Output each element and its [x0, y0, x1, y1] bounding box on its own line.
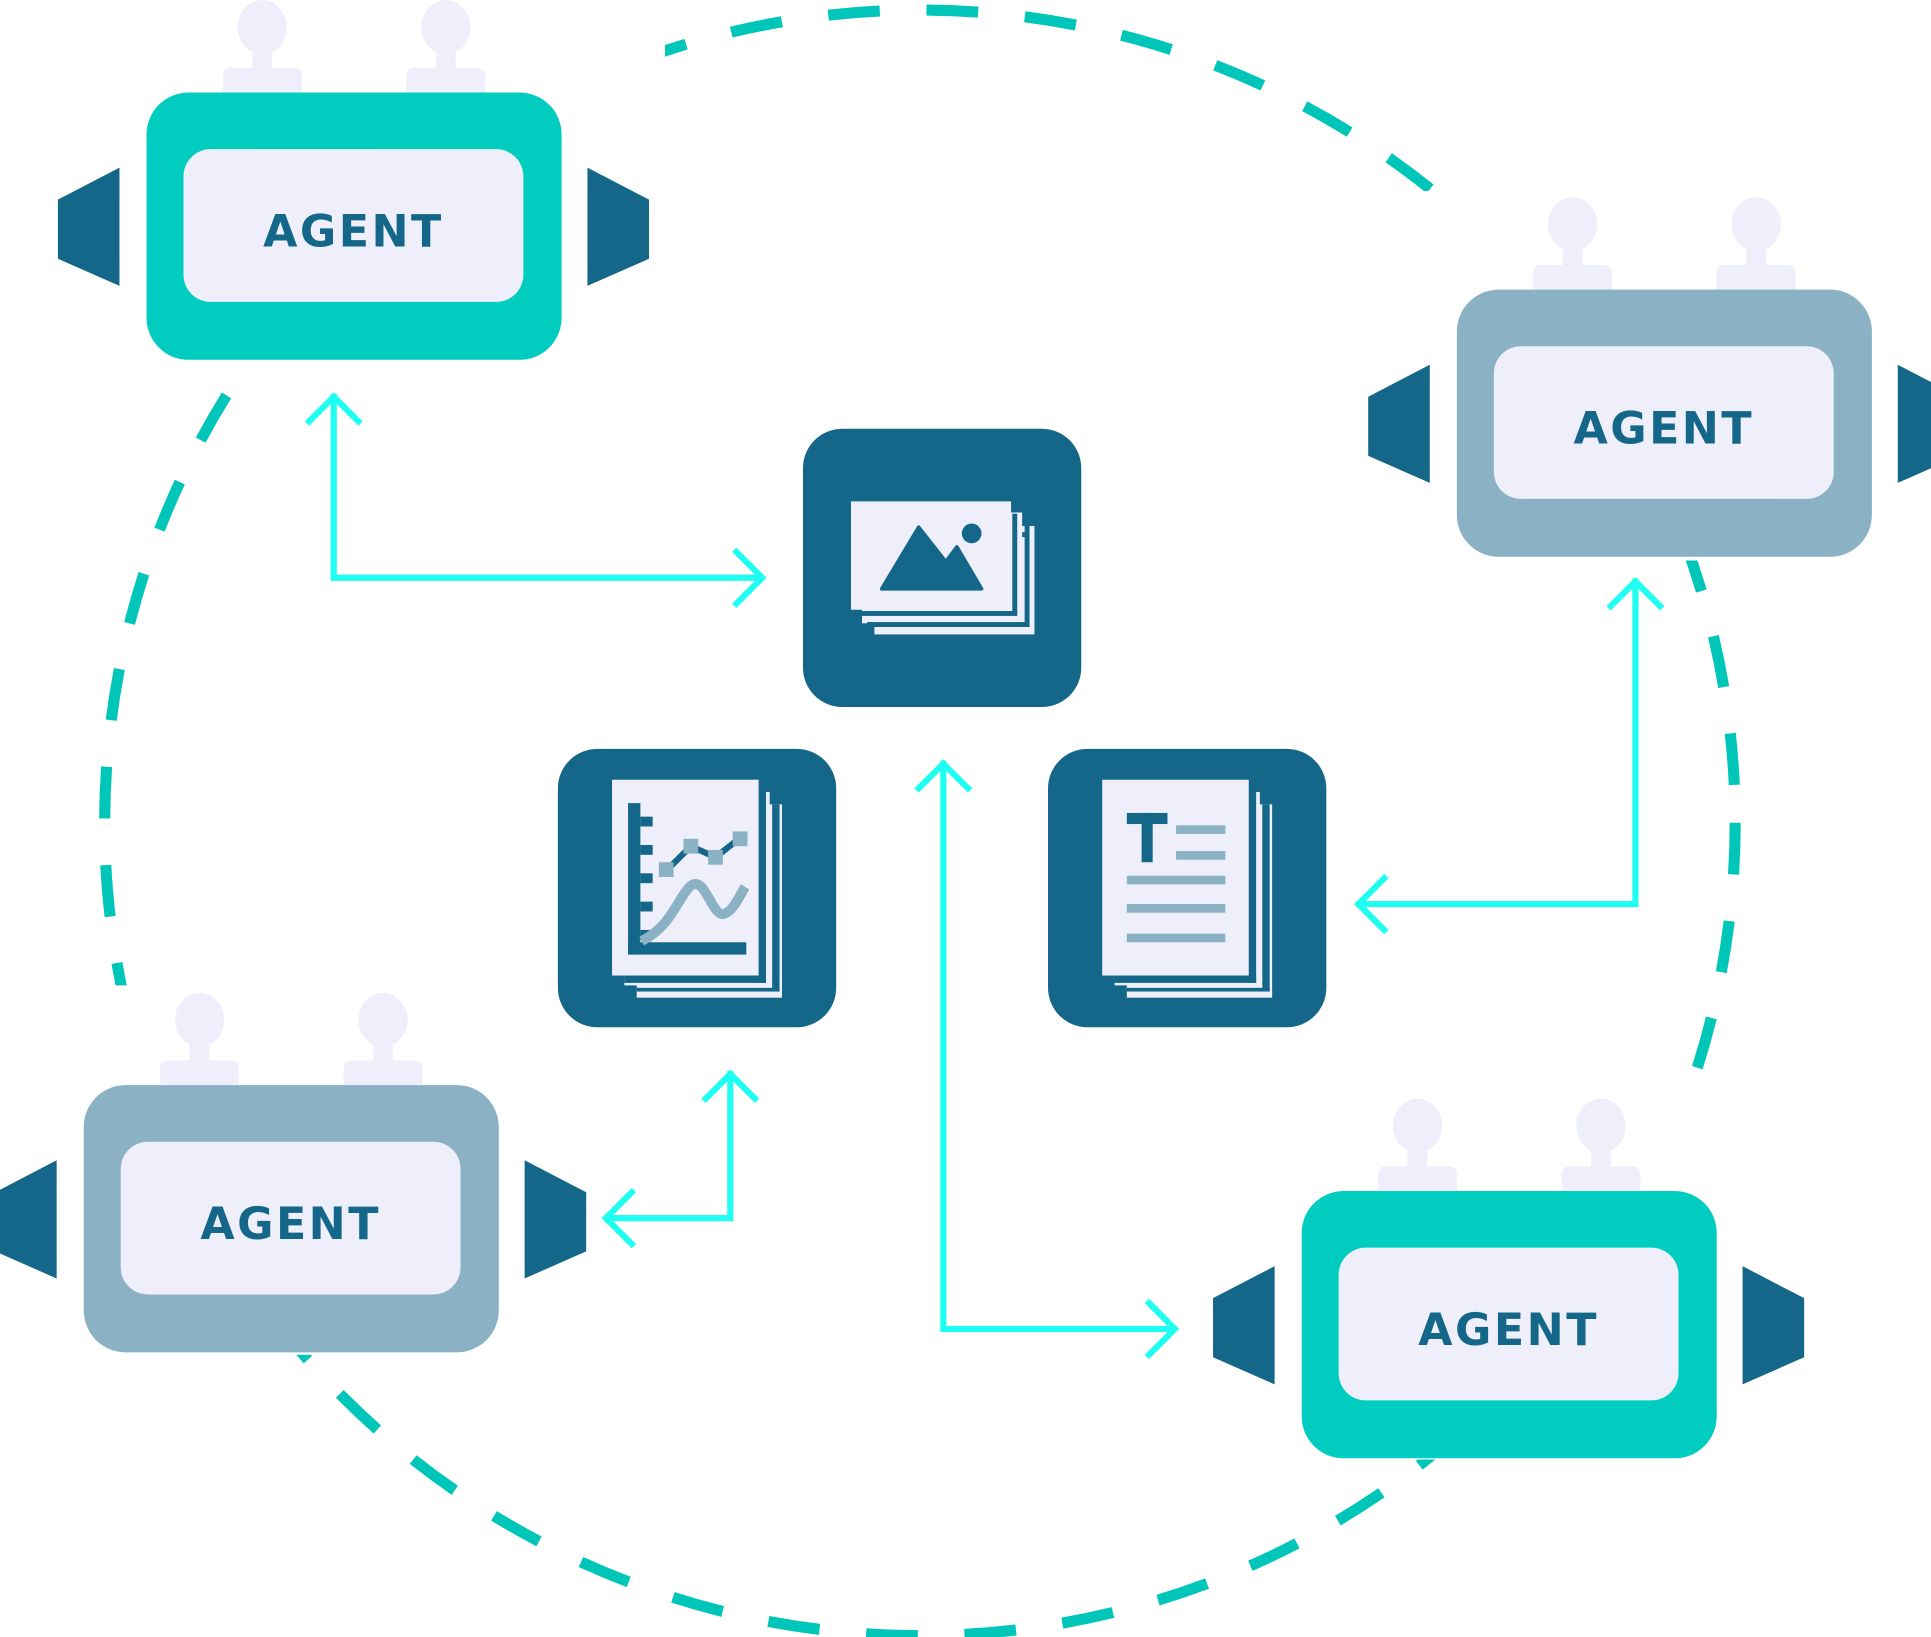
agent-screen [1338, 1247, 1679, 1401]
image-stack-icon [850, 501, 1035, 635]
arrowhead-left [601, 1187, 637, 1249]
right-ear-icon [587, 167, 650, 286]
connector-agent-top-right-text [1353, 577, 1665, 935]
arrowhead-up [701, 1069, 760, 1104]
arrowhead-right [732, 547, 767, 608]
antenna-icon [406, 0, 486, 98]
arrowhead-right [1144, 1298, 1180, 1360]
right-ear-icon [524, 1160, 587, 1279]
connector-agent-top-left-image [304, 392, 767, 608]
antenna-icon [343, 992, 423, 1091]
agent-label: AGENT [1418, 1305, 1599, 1356]
chart-document-icon [612, 779, 783, 998]
agent-top-left[interactable]: AGENT [57, 0, 650, 360]
connector-image-agent-bottom-right [914, 759, 1180, 1360]
resource-image-stack[interactable] [802, 428, 1082, 708]
left-ear-icon [1368, 364, 1430, 483]
agent-bottom-left[interactable]: AGENT [0, 992, 587, 1353]
left-ear-icon [1213, 1266, 1275, 1385]
text-document-icon [1102, 779, 1273, 998]
antenna-icon [160, 992, 239, 1091]
right-ear-icon [1742, 1266, 1805, 1385]
antenna-icon [1561, 1098, 1641, 1196]
agent-screen [1493, 346, 1834, 499]
connector-agent-bottom-left-chart [601, 1069, 760, 1249]
agent-bottom-right[interactable]: AGENT [1213, 1098, 1805, 1459]
agent-label: AGENT [200, 1199, 381, 1250]
arrowhead-up [914, 759, 973, 793]
antenna-icon [1716, 197, 1796, 295]
agent-screen [183, 149, 524, 302]
resource-text-documents[interactable] [1048, 748, 1327, 1028]
right-ear-icon [1897, 364, 1931, 483]
antenna-icon [1533, 197, 1613, 295]
antenna-icon [222, 0, 302, 98]
dashed-ring [99, 4, 1741, 1637]
resource-chart-documents[interactable] [557, 748, 837, 1028]
agent-top-right[interactable]: AGENT [1368, 197, 1931, 557]
arrowhead-up [1606, 577, 1665, 611]
arrowhead-up [304, 392, 363, 426]
left-ear-icon [57, 167, 120, 286]
agent-label: AGENT [263, 206, 444, 257]
arrowhead-left [1353, 873, 1389, 935]
agent-screen [120, 1141, 461, 1295]
left-ear-icon [0, 1160, 57, 1279]
agent-label: AGENT [1573, 404, 1754, 455]
antenna-icon [1378, 1098, 1457, 1196]
